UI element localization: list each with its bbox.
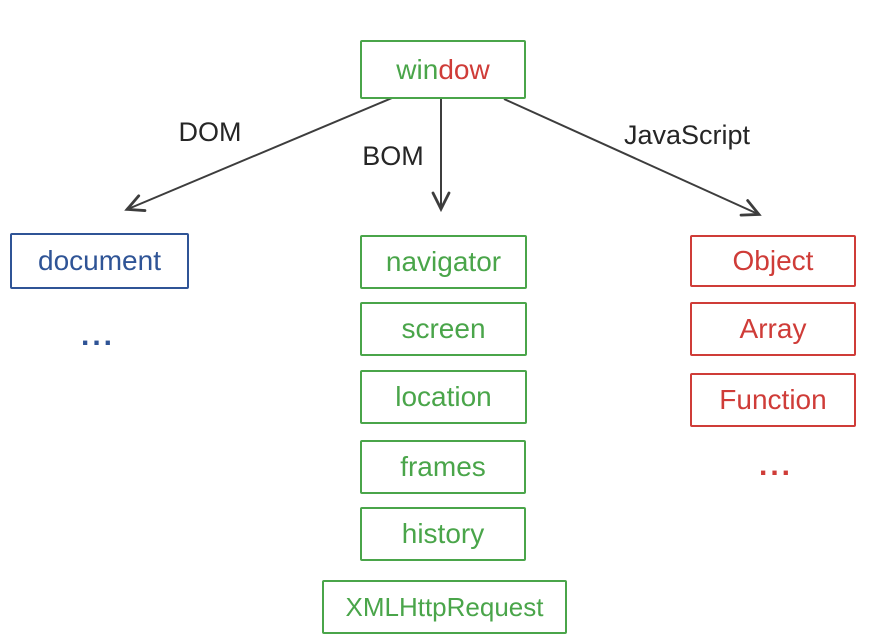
node-history: history — [360, 507, 526, 561]
window-label-part-green: win — [396, 53, 439, 85]
node-object: Object — [690, 235, 856, 287]
node-function: Function — [690, 373, 856, 427]
javascript-arrow — [503, 98, 762, 217]
node-location: location — [360, 370, 527, 424]
node-document: document — [10, 233, 189, 289]
edge-label-dom: DOM — [178, 117, 242, 147]
node-array: Array — [690, 302, 856, 356]
node-screen: screen — [360, 302, 527, 356]
window-label-part-red: dow — [438, 53, 490, 85]
node-xmlhttprequest: XMLHttpRequest — [322, 580, 567, 634]
javascript-ellipsis: ... — [758, 449, 793, 482]
dom-ellipsis: ... — [80, 319, 115, 352]
edge-label-javascript: JavaScript — [623, 120, 751, 150]
node-frames: frames — [360, 440, 526, 494]
edge-label-bom: BOM — [362, 141, 424, 171]
node-navigator: navigator — [360, 235, 527, 289]
